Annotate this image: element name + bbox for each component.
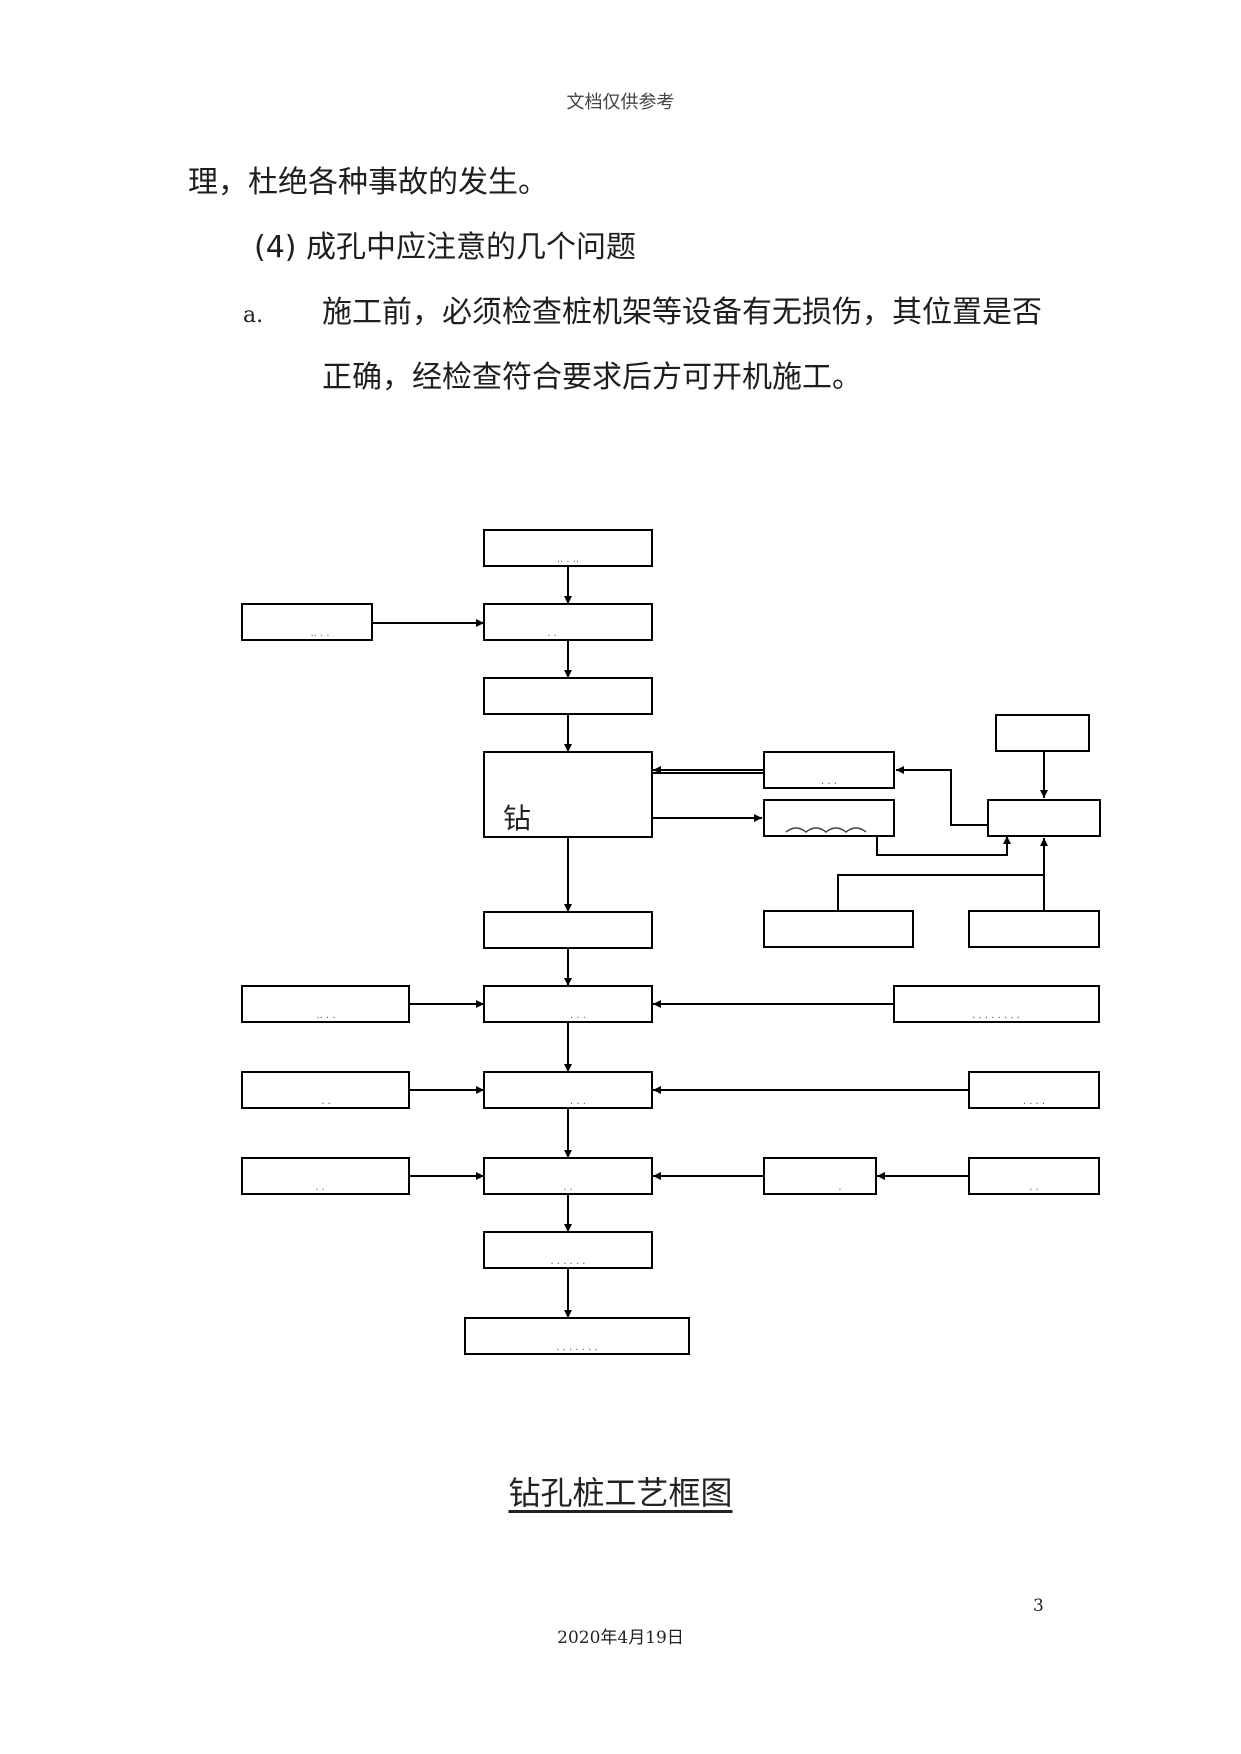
flowchart-box-final: . . . . . . . <box>464 1317 690 1355</box>
flowchart-box: . <box>763 1157 877 1195</box>
box-label: . . <box>315 1182 325 1193</box>
box-label: . . <box>547 628 557 639</box>
figure-caption-text: 钻孔桩工艺框图 <box>508 1474 733 1512</box>
flowchart-box: . . <box>241 1157 410 1195</box>
box-label: .. . .. <box>557 554 579 565</box>
box-label: . . . . . . . <box>556 1342 597 1353</box>
flowchart-box <box>968 910 1100 948</box>
flowchart-box <box>987 799 1101 837</box>
box-label: . <box>838 1182 841 1193</box>
flowchart-box <box>763 799 895 837</box>
flowchart-box: . . . <box>763 751 895 789</box>
flowchart-box: . . . <box>483 1071 653 1109</box>
box-label: . . . . . . <box>551 1256 586 1267</box>
box-label: . . . <box>570 1010 586 1021</box>
box-label: .. . . <box>310 628 329 639</box>
box-label: . . . <box>821 776 837 787</box>
connector <box>837 874 1044 911</box>
flowchart-box: . . <box>483 1157 653 1195</box>
flowchart-box <box>483 677 653 715</box>
page-header: 文档仅供参考 <box>566 92 675 113</box>
page-number: 3 <box>1033 1596 1044 1616</box>
box-label: 钻 <box>503 802 531 835</box>
partial-text-strokes <box>785 827 867 833</box>
figure-caption: 钻孔桩工艺框图 <box>0 1468 1241 1514</box>
section-heading: (4) 成孔中应注意的几个问题 <box>254 230 637 265</box>
flowchart-box: . . . . <box>968 1071 1100 1109</box>
list-item-a-line1: 施工前，必须检查桩机架等设备有无损伤，其位置是否 <box>322 295 1042 330</box>
paragraph-continuation: 理，杜绝各种事故的发生。 <box>188 165 548 200</box>
flowchart-connectors <box>372 567 1048 1318</box>
footer-date: 2020年4月19日 <box>557 1628 684 1648</box>
flowchart-box <box>763 910 914 948</box>
box-label: . . <box>321 1096 331 1107</box>
flowchart-box: . . . . . . . . <box>893 985 1100 1023</box>
box-label: . . . . . . . . <box>972 1010 1020 1021</box>
box-label: .. . . <box>316 1010 335 1021</box>
flowchart-box: .. . . <box>241 603 373 641</box>
list-marker: a. <box>243 303 264 328</box>
connector <box>896 766 988 826</box>
flowchart-box: . . <box>241 1071 410 1109</box>
box-label: . . <box>563 1182 573 1193</box>
list-item-a-line2: 正确，经检查符合要求后方可开机施工。 <box>322 360 862 395</box>
flowchart-box <box>995 714 1090 752</box>
flowchart-box: . . . . . . <box>483 1231 653 1269</box>
box-label: . . <box>1029 1182 1039 1193</box>
flowchart-box: .. . . <box>241 985 410 1023</box>
box-label: . . . <box>570 1096 586 1107</box>
flowchart-box: . . <box>968 1157 1100 1195</box>
connector <box>876 836 1011 856</box>
flowchart-box: . . . <box>483 985 653 1023</box>
flowchart-box-drilling: 钻 <box>483 751 653 838</box>
flowchart-box: .. . .. <box>483 529 653 567</box>
flowchart-box <box>483 911 653 949</box>
flowchart-box: . . <box>483 603 653 641</box>
box-label: . . . . <box>1023 1096 1045 1107</box>
